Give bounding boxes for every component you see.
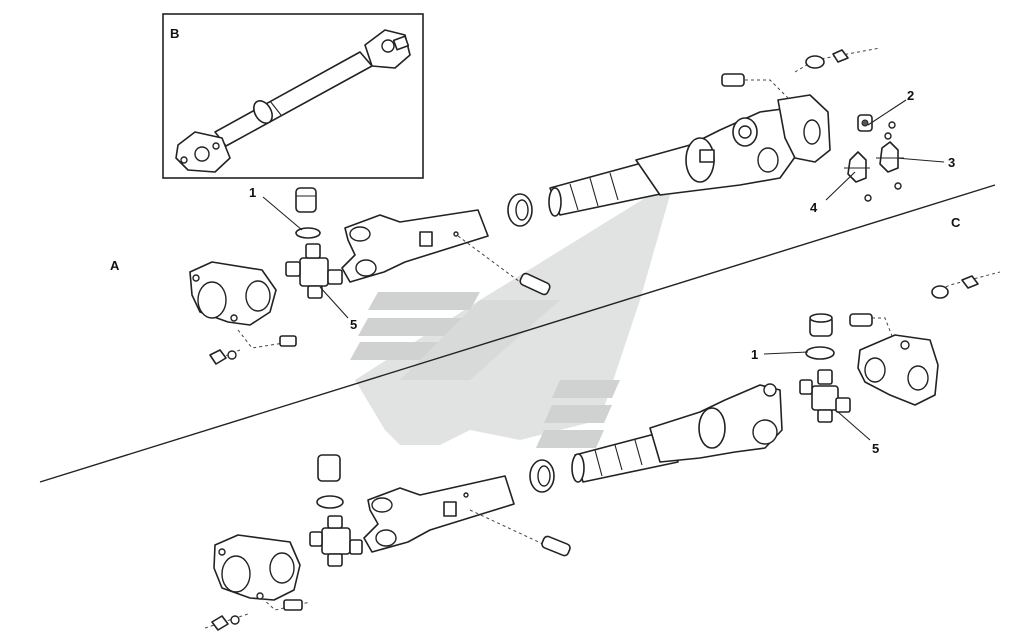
spider-cross-a <box>285 243 343 299</box>
assembly-c <box>204 271 1001 631</box>
assembly-a <box>189 47 904 365</box>
shaft-tube-yoke-c <box>649 383 783 463</box>
bearing-cup-c <box>317 454 341 482</box>
circlip-a <box>295 227 321 239</box>
dust-seal-a <box>507 193 533 227</box>
flange-yoke-c-right <box>857 334 939 406</box>
grease-fitting-3 <box>876 132 904 190</box>
callout-1-lower: 1 <box>751 347 758 362</box>
callout-5-upper: 5 <box>350 317 357 332</box>
spider-cross-c <box>309 515 363 567</box>
callout-3: 3 <box>948 155 955 170</box>
callout-2: 2 <box>907 88 914 103</box>
callout-5-lower: 5 <box>872 441 879 456</box>
dust-seal-c <box>529 459 555 493</box>
flange-yoke-a <box>189 261 277 326</box>
circlip-c-right <box>805 346 835 360</box>
section-label-b: B <box>170 26 179 41</box>
callout-4: 4 <box>810 200 818 215</box>
section-label-a: A <box>110 258 120 273</box>
shaft-tube-yoke-a <box>635 107 801 196</box>
flange-yoke-a-right <box>777 94 831 163</box>
watermark-logo <box>350 195 670 448</box>
grease-fitting-4 <box>844 151 872 202</box>
spider-cross-c-right <box>799 369 851 423</box>
bearing-cup-a <box>295 187 317 213</box>
inset-box-b <box>162 13 424 179</box>
callout-1-upper: 1 <box>249 185 256 200</box>
slip-yoke-shaft-c <box>363 475 515 553</box>
circlip-c <box>316 495 344 509</box>
grease-fitting-2 <box>857 114 896 132</box>
section-label-c: C <box>951 215 961 230</box>
splined-shaft-c <box>571 429 679 483</box>
bearing-cup-c-right <box>809 313 833 337</box>
slip-yoke-shaft-a <box>341 209 489 283</box>
callout-leaders <box>262 99 945 441</box>
flange-yoke-c <box>213 534 301 601</box>
section-divider-line <box>39 184 996 483</box>
